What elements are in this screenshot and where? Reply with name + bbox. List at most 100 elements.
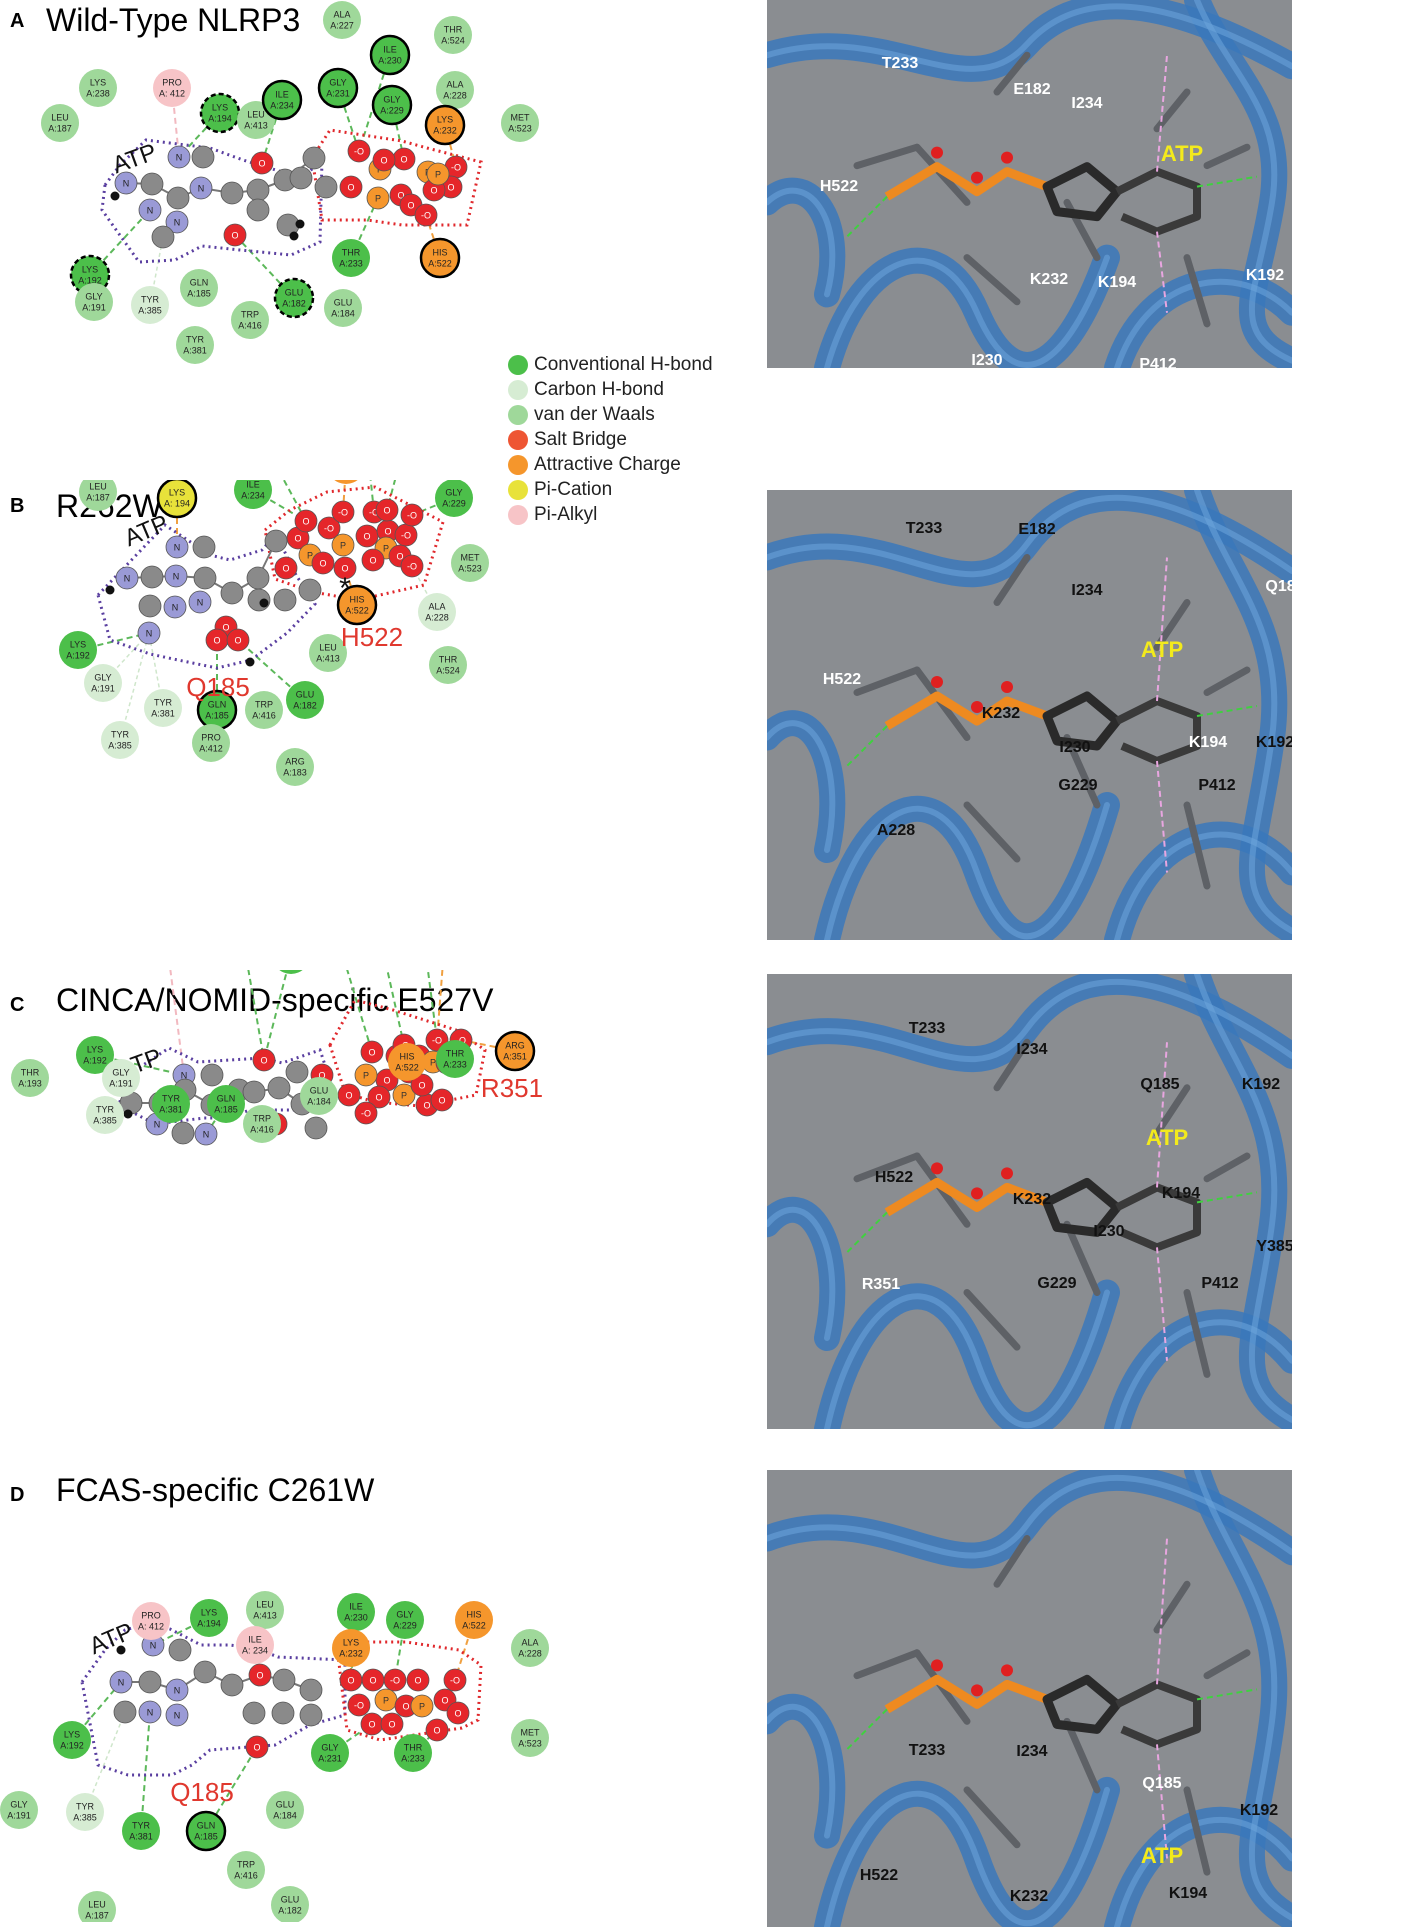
residue-name: ARG (285, 756, 305, 766)
residue-label-3d: G229 (1058, 777, 1097, 794)
residue-name: ALA (521, 1637, 538, 1647)
residue-label-3d: T233 (909, 1020, 946, 1037)
residue-id: A:233 (401, 1753, 425, 1763)
oxygen-atom (931, 1162, 943, 1175)
residue-name: TYR (154, 697, 173, 707)
residue-name: TYR (162, 1093, 181, 1103)
residue-id: A:416 (252, 710, 276, 720)
residue-circle (53, 1721, 91, 1759)
atom-letter: N (124, 573, 131, 583)
residue-circle (132, 1602, 170, 1640)
residue-circle (75, 283, 113, 321)
atom-letter: P (383, 1695, 389, 1705)
residue-id: A:193 (18, 1078, 42, 1088)
residue-name: THR (444, 24, 463, 34)
residue-label-3d: P412 (1198, 777, 1235, 794)
residue-label-3d: T233 (882, 55, 919, 72)
carbon-atom (220, 581, 244, 605)
carbon-atom (193, 1660, 217, 1684)
residue-name: ILE (248, 1634, 262, 1644)
atp-ribose (1042, 691, 1122, 751)
legend-swatch (508, 354, 528, 375)
residue-circle (66, 1793, 104, 1831)
atom-letter: O (414, 1675, 421, 1685)
residue-circle (192, 724, 230, 762)
oxygen-atom (361, 548, 385, 572)
carbon-atom (192, 535, 216, 559)
residue-label-3d: K192 (1240, 1802, 1278, 1819)
ribbon-highlight (1194, 1470, 1292, 1921)
carbon-atom (299, 1703, 323, 1727)
residue-name: TYR (111, 729, 130, 739)
residue-id: A: 412 (159, 88, 185, 98)
interaction-line (282, 480, 307, 522)
residue-name: TYR (76, 1801, 95, 1811)
interaction-line (386, 970, 405, 1046)
residue-circle (122, 1812, 160, 1850)
oxygen-atom (360, 1040, 384, 1064)
atom-letter: O (423, 1100, 430, 1110)
atom-letter: O (384, 526, 391, 536)
nitrogen-atom (137, 621, 161, 645)
oxygen-atom (347, 1693, 371, 1717)
atom-letter: N (174, 542, 181, 552)
atom-letter: -O (421, 210, 431, 220)
atom-letter: O (430, 185, 437, 195)
pi-alkyl-line (1156, 557, 1168, 702)
oxygen-atom (931, 146, 943, 159)
phosphorus-atom (354, 1063, 378, 1087)
nitrogen-atom (188, 590, 212, 614)
residue-name: GLU (281, 1894, 300, 1904)
residue-id: A:413 (253, 1610, 277, 1620)
panel-letter: D (10, 1484, 25, 1506)
interaction-line (169, 970, 185, 1076)
residue-name: PRO (141, 1610, 161, 1620)
residue-label-3d: G229 (1037, 1275, 1076, 1292)
atp-phosphate-chain (884, 1674, 1049, 1714)
atp-ribose (1042, 1674, 1122, 1734)
residue-circle (494, 1030, 536, 1072)
residue-name: LYS (82, 264, 98, 274)
atom-letter: O (383, 1075, 390, 1085)
residue-circle (434, 16, 472, 54)
nitrogen-atom (189, 176, 213, 200)
side-chain-stick (1203, 666, 1251, 696)
atom-letter: -O (369, 507, 379, 517)
residue-name: LEU (51, 112, 69, 122)
legend-swatch (508, 504, 528, 525)
residue-id: A:385 (138, 305, 162, 315)
residue-circle (332, 239, 370, 277)
carbon-atom (264, 529, 288, 553)
residue-id: A:229 (380, 105, 404, 115)
side-chain-stick (1183, 254, 1211, 328)
residue-id: A:232 (339, 1648, 363, 1658)
atom-letter: N (181, 1070, 188, 1080)
residue-label-3d: P412 (1139, 356, 1176, 368)
ribbon-highlight (767, 187, 836, 298)
adenine-ribose-outline (96, 523, 317, 670)
residue-name: TRP (255, 699, 273, 709)
residue-label-3d: I234 (1016, 1743, 1047, 1760)
residue-id: A:231 (318, 1753, 342, 1763)
residue-label-3d: E182 (1013, 81, 1050, 98)
ribbon-highlight (767, 720, 836, 853)
residue-label-3d: I234 (1071, 582, 1102, 599)
oxygen-atom (248, 1663, 272, 1687)
atom-letter: O (253, 1742, 260, 1752)
atom-letter: O (397, 190, 404, 200)
residue-name: TRP (237, 1859, 255, 1869)
atom-letter: -O (432, 1035, 442, 1045)
residue-id: A:184 (331, 308, 355, 318)
